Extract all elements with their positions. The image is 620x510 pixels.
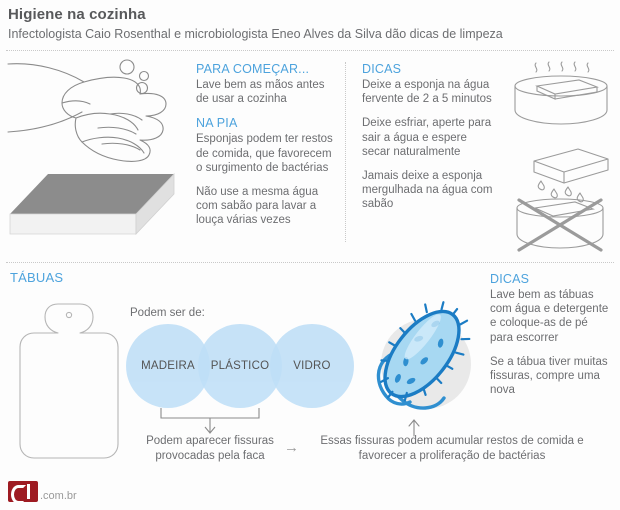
caption-fissuras-faca: Podem aparecer fissuras provocadas pela …: [146, 435, 274, 462]
pot-with-steam-icon: [514, 61, 608, 125]
venn-circle-plastico: PLÁSTICO: [198, 324, 282, 408]
text-para-comecar: Lave bem as mãos antes de usar a cozinha: [196, 79, 325, 106]
venn-circle-vidro: VIDRO: [270, 324, 354, 408]
venn-label-vidro: VIDRO: [293, 360, 331, 372]
page-subtitle: Infectologista Caio Rosenthal e microbio…: [8, 27, 503, 41]
top-middle-column: PARA COMEÇAR... Lave bem as mãos antes d…: [196, 62, 336, 228]
g1-logo[interactable]: .com.br: [8, 481, 77, 502]
divider-top-vertical: [345, 62, 346, 242]
sponge-icon: [9, 172, 175, 236]
heading-dicas-top: DICAS: [362, 62, 402, 76]
venn-circle-madeira: MADEIRA: [126, 324, 210, 408]
venn-diagram: MADEIRA PLÁSTICO VIDRO: [126, 324, 356, 408]
g1-logo-mark: [8, 481, 38, 502]
tip-top-2: Deixe esfriar, aperte para sair a água e…: [362, 117, 492, 158]
bracket-down-arrow: [160, 408, 260, 434]
g1-logo-text: .com.br: [40, 490, 77, 502]
tip-bottom-1: Lave bem as tábuas com água e detergente…: [490, 289, 609, 344]
header: Higiene na cozinha Infectologista Caio R…: [8, 6, 612, 42]
cutting-board-icon: [19, 303, 119, 459]
arrow-up-icon: [408, 419, 420, 437]
heading-tabuas: TÁBUAS: [10, 270, 64, 285]
arrow-right-icon: →: [284, 439, 299, 456]
tip-top-3: Jamais deixe a esponja mergulhada na águ…: [362, 170, 493, 211]
top-right-column: DICAS Deixe a esponja na água fervente d…: [362, 62, 494, 212]
sponge-dripping-icon: [533, 148, 609, 203]
heading-tabuas-wrap: TÁBUAS: [10, 270, 63, 286]
bottom-right-column: DICAS Lave bem as tábuas com água e dete…: [490, 272, 614, 397]
venn-label-plastico: PLÁSTICO: [210, 360, 270, 372]
caption-fissuras-bacterias: Essas fissuras podem acumular restos de …: [320, 435, 584, 462]
page-title: Higiene na cozinha: [8, 6, 146, 23]
pot-crossed-out-icon: [516, 198, 604, 252]
bacteria-icon: [376, 301, 471, 410]
text-na-pia-1: Esponjas podem ter restos de comida, que…: [196, 133, 333, 174]
divider-sections: [6, 262, 614, 263]
venn-caption: Podem ser de:: [130, 307, 205, 319]
divider-header: [6, 50, 614, 51]
washing-hands-icon: [7, 59, 167, 162]
tip-bottom-2: Se a tábua tiver muitas fissuras, compre…: [490, 355, 608, 397]
heading-dicas-bottom: DICAS: [490, 272, 530, 286]
tip-top-1: Deixe a esponja na água fervente de 2 a …: [362, 79, 492, 106]
heading-na-pia: NA PIA: [196, 116, 238, 131]
venn-label-madeira: MADEIRA: [141, 360, 195, 372]
text-na-pia-2: Não use a mesma água com sabão para lava…: [196, 186, 319, 227]
heading-para-comecar: PARA COMEÇAR...: [196, 62, 310, 76]
